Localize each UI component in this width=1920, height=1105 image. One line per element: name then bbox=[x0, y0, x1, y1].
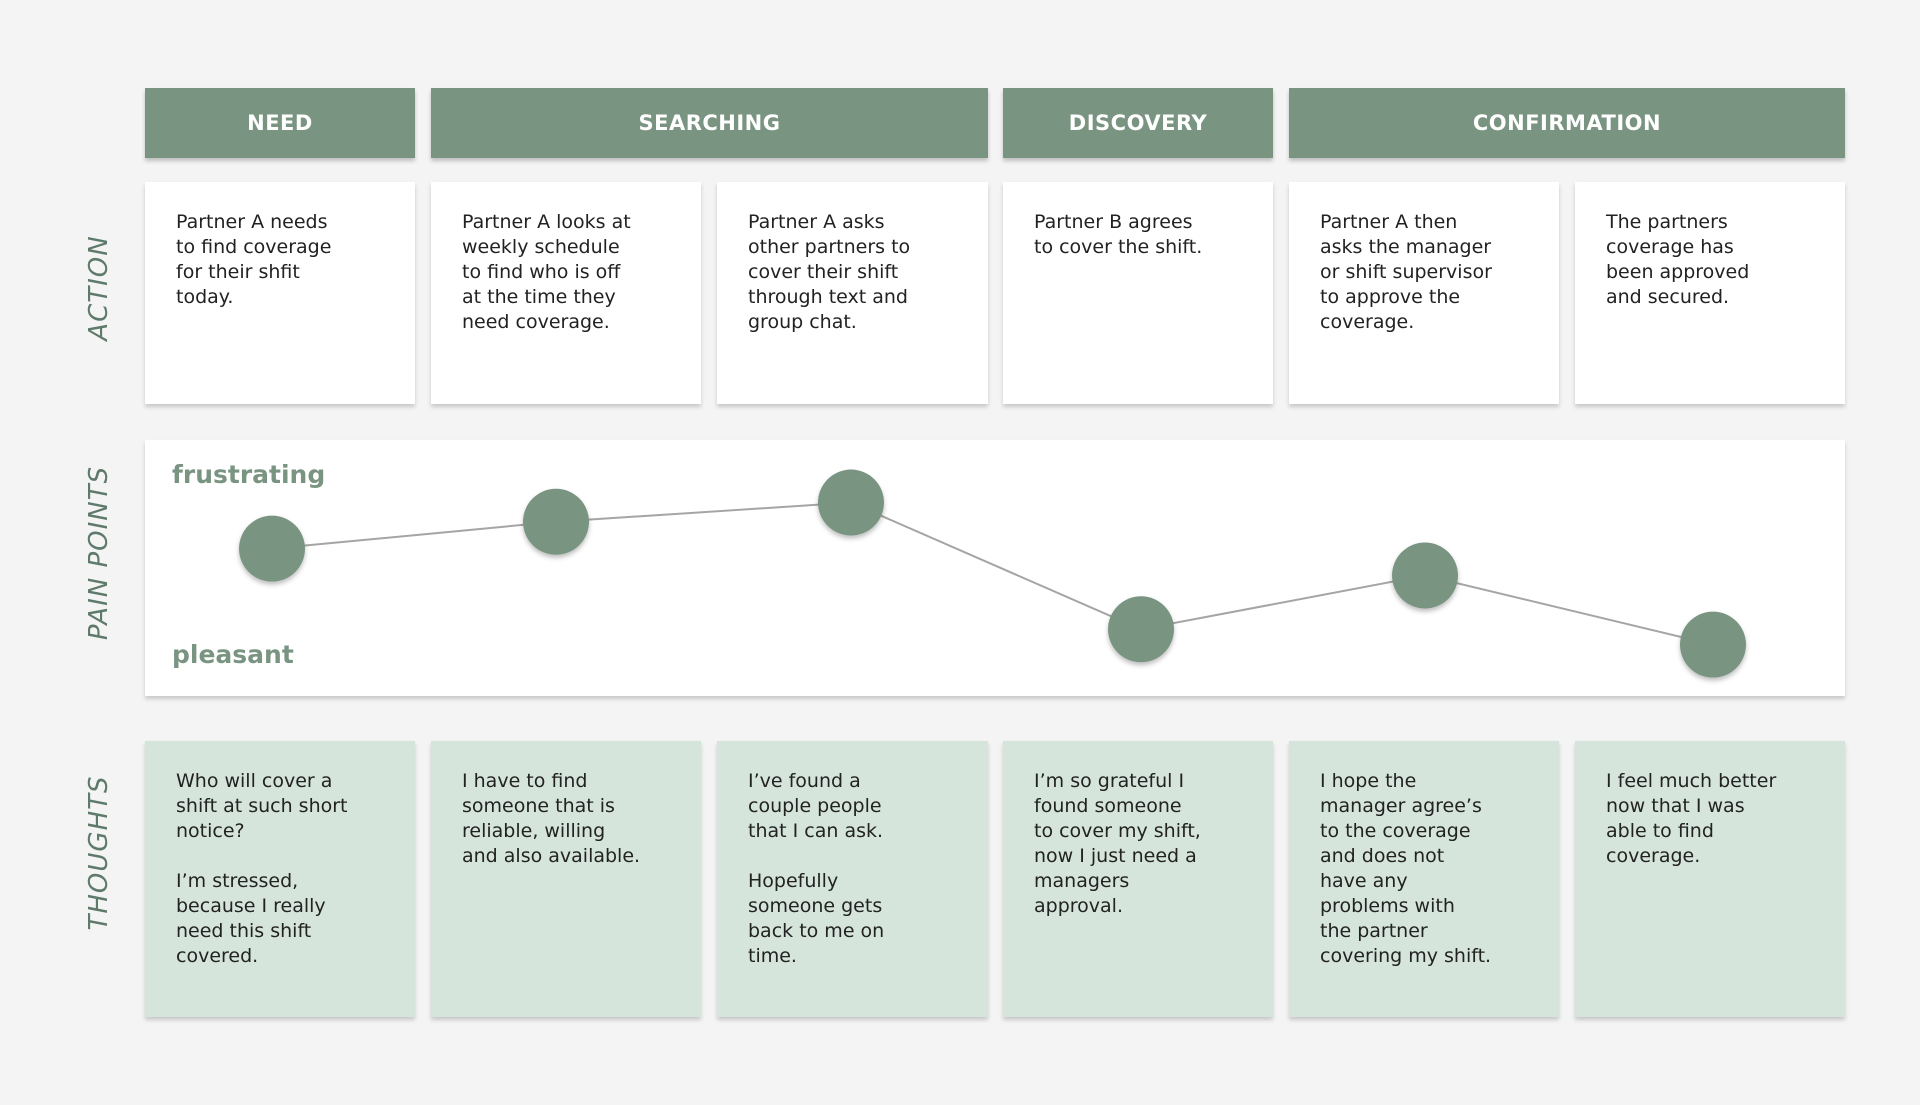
pain-point-marker-2 bbox=[523, 488, 589, 555]
pain-point-marker-1 bbox=[239, 515, 305, 582]
phase-header-discovery: DISCOVERY bbox=[1003, 88, 1273, 158]
phase-header-need: NEED bbox=[145, 88, 415, 158]
row-label-thoughts: THOUGHTS bbox=[84, 775, 114, 931]
thought-card-2: I have to find someone that is reliable,… bbox=[431, 741, 701, 1017]
phase-header-searching: SEARCHING bbox=[431, 88, 988, 158]
pain-points-plot bbox=[239, 469, 1746, 678]
action-card-5: Partner A then asks the manager or shift… bbox=[1289, 182, 1559, 404]
pain-point-marker-5 bbox=[1392, 542, 1458, 609]
action-card-6: The partners coverage has been approved … bbox=[1575, 182, 1845, 404]
row-label-action: ACTION bbox=[84, 235, 114, 341]
thought-card-3: I’ve found a couple people that I can as… bbox=[717, 741, 988, 1017]
thought-card-5: I hope the manager agree’s to the covera… bbox=[1289, 741, 1559, 1017]
pain-line-segment-1 bbox=[271, 520, 557, 550]
action-card-3: Partner A asks other partners to cover t… bbox=[717, 182, 988, 404]
scale-label-pleasant: pleasant bbox=[172, 640, 294, 669]
pain-line-segment-3 bbox=[850, 501, 1142, 631]
thought-card-4: I’m so grateful I found someone to cover… bbox=[1003, 741, 1273, 1017]
pain-line-segment-4 bbox=[1140, 574, 1426, 631]
thought-card-6: I feel much better now that I was able t… bbox=[1575, 741, 1845, 1017]
pain-points-chart: frustrating pleasant bbox=[145, 440, 1845, 696]
pain-line-segment-2 bbox=[555, 501, 852, 523]
phase-header-confirmation: CONFIRMATION bbox=[1289, 88, 1845, 158]
action-card-2: Partner A looks at weekly schedule to fi… bbox=[431, 182, 701, 404]
thought-card-1: Who will cover a shift at such short not… bbox=[145, 741, 415, 1017]
action-card-1: Partner A needs to find coverage for the… bbox=[145, 182, 415, 404]
pain-point-marker-6 bbox=[1680, 611, 1746, 678]
pain-point-marker-4 bbox=[1108, 596, 1174, 663]
row-label-pain-points: PAIN POINTS bbox=[84, 465, 114, 641]
pain-point-marker-3 bbox=[818, 469, 884, 536]
scale-label-frustrating: frustrating bbox=[172, 460, 326, 489]
action-card-4: Partner B agrees to cover the shift. bbox=[1003, 182, 1273, 404]
pain-line-segment-5 bbox=[1424, 574, 1714, 646]
